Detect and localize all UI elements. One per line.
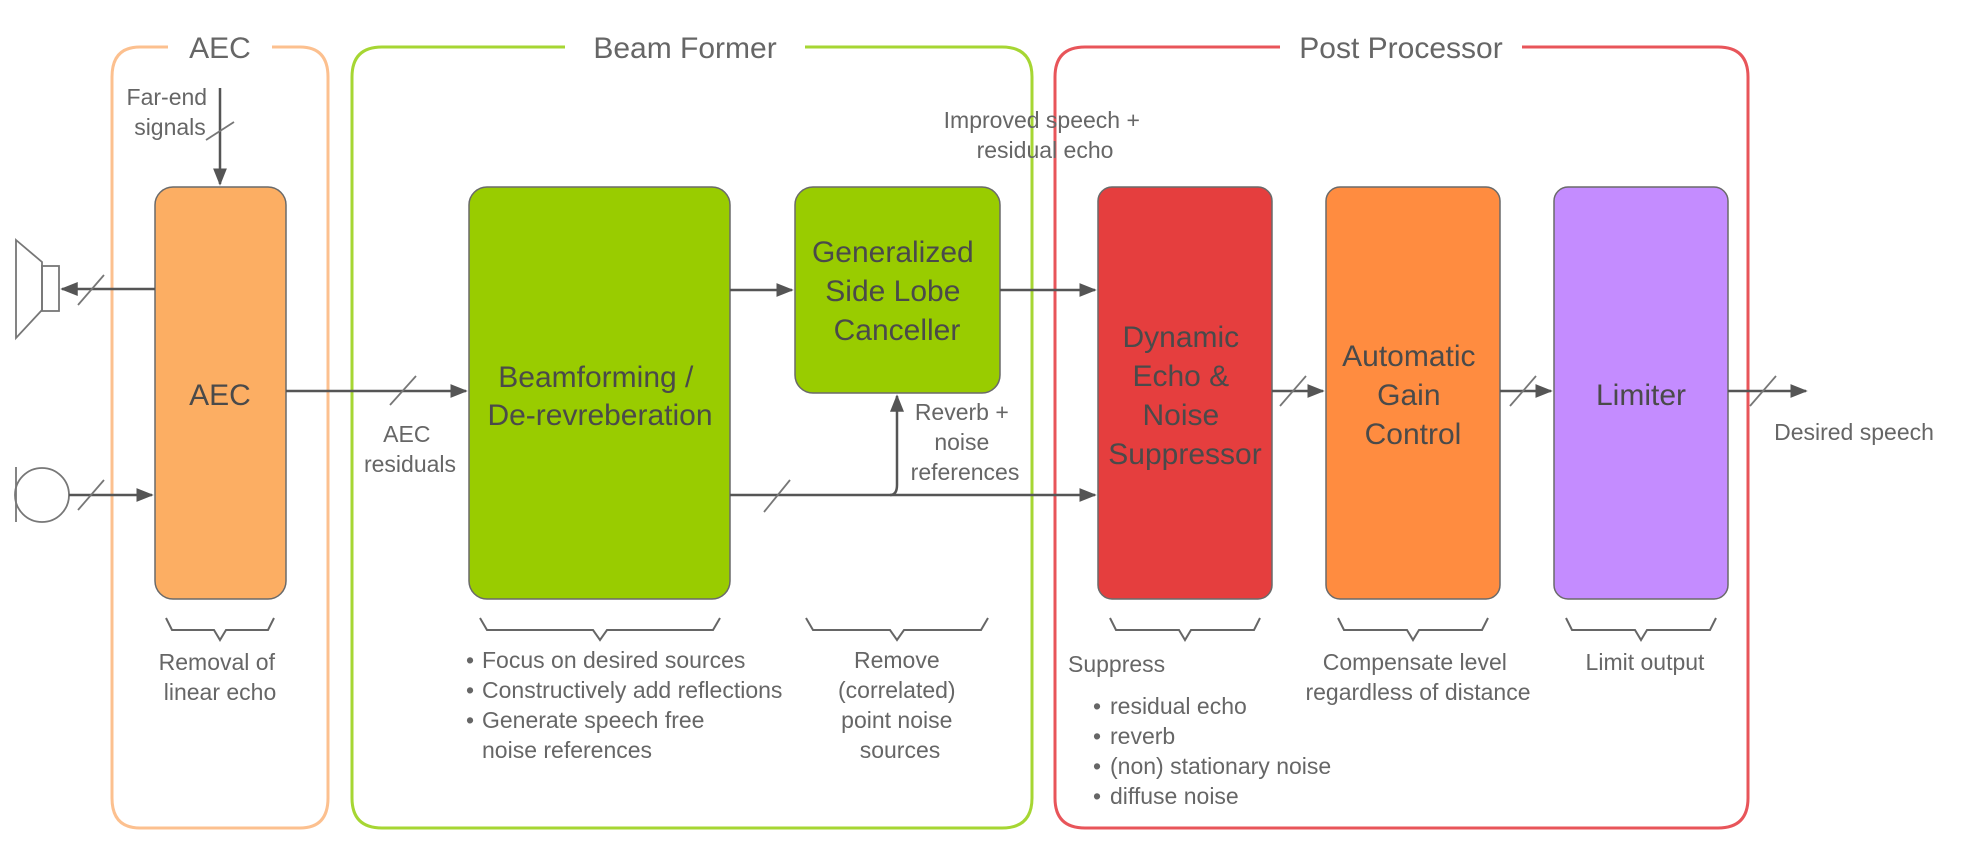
group-post-processor: Post Processor xyxy=(1053,32,1750,830)
label-reverb-noise-references: Reverb + noise references xyxy=(911,399,1020,485)
description-limiter: Limit output xyxy=(1586,649,1706,675)
group-beam-former: Beam Former xyxy=(350,32,1034,830)
description-aec: Removal of linear echo xyxy=(159,649,282,705)
group-beam-former-title: Beam Former xyxy=(593,32,776,65)
label-desired-speech: Desired speech xyxy=(1774,419,1934,445)
description-agc: Compensate level regardless of distance xyxy=(1305,649,1530,705)
block-beamforming-label: Beamforming / De-revreberation xyxy=(487,361,712,432)
block-gsc-label: Generalized Side Lobe Canceller xyxy=(812,236,982,347)
description-suppressor: Suppress •residual echo •reverb •(non) s… xyxy=(1068,651,1338,809)
description-braces xyxy=(165,617,1717,642)
wire-noise-ref-to-gsc xyxy=(889,394,904,497)
description-beamforming: •Focus on desired sources •Constructivel… xyxy=(466,647,789,763)
block-generalized-side-lobe-canceller[interactable]: Generalized Side Lobe Canceller xyxy=(794,186,1001,394)
bus-slash-marks xyxy=(77,121,1777,513)
label-improved-speech: Improved speech + residual echo xyxy=(944,107,1147,163)
label-aec-residuals: AEC residuals xyxy=(364,421,456,477)
block-suppressor-label: Dynamic Echo & Noise Suppressor xyxy=(1108,321,1261,471)
microphone-icon xyxy=(14,467,70,523)
block-aec-label: AEC xyxy=(189,379,251,412)
block-dynamic-echo-noise-suppressor[interactable]: Dynamic Echo & Noise Suppressor xyxy=(1097,186,1273,600)
group-post-processor-frame xyxy=(1053,45,1750,830)
block-agc-label: Automatic Gain Control xyxy=(1342,340,1484,451)
block-automatic-gain-control[interactable]: Automatic Gain Control xyxy=(1325,186,1501,600)
group-post-processor-title: Post Processor xyxy=(1299,32,1502,65)
group-aec: AEC xyxy=(110,32,330,830)
speaker-icon xyxy=(15,238,60,341)
block-aec[interactable]: AEC xyxy=(154,186,287,600)
signal-wires xyxy=(60,88,1808,502)
label-far-end-signals: Far-end signals xyxy=(127,84,214,140)
group-aec-title: AEC xyxy=(189,32,251,65)
description-gsc: Remove (correlated) point noise sources xyxy=(838,647,962,763)
block-limiter[interactable]: Limiter xyxy=(1553,186,1729,600)
block-beamforming[interactable]: Beamforming / De-revreberation xyxy=(468,186,731,600)
group-aec-frame xyxy=(110,45,330,830)
group-beam-former-frame xyxy=(350,45,1034,830)
block-limiter-label: Limiter xyxy=(1596,379,1686,412)
